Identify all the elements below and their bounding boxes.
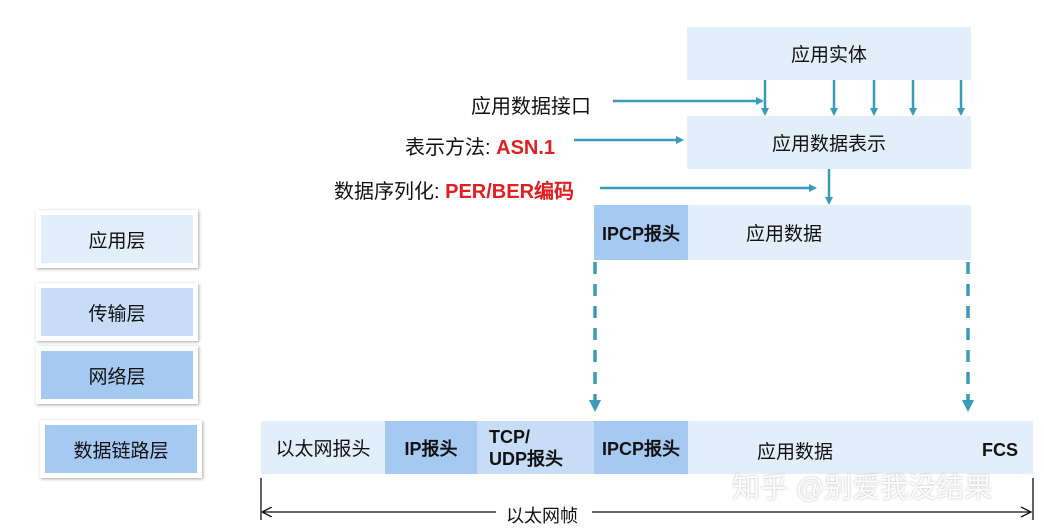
layer-application: 应用层 [36, 210, 198, 268]
frame-eth-header: 以太网报头 [261, 421, 385, 474]
app-data-box: 应用数据 [688, 205, 971, 260]
layer-network: 网络层 [36, 346, 198, 404]
serialization-value: PER/BER编码 [445, 181, 575, 203]
frame-app-data-label: 应用数据 [757, 442, 834, 463]
layer-datalink: 数据链路层 [40, 420, 202, 478]
ipcp-header-box: IPCP报头 [594, 205, 688, 260]
repr-method-value: ASN.1 [496, 137, 556, 159]
frame-fcs-label: FCS [982, 440, 1018, 460]
serialization-label: 数据序列化: PER/BER编码 [334, 175, 574, 204]
layer-application-label: 应用层 [41, 215, 193, 263]
frame-ip-header: IP报头 [385, 421, 477, 474]
repr-method-prefix: 表示方法: [405, 137, 497, 159]
frame-tcp-udp-header: TCP/ UDP报头 [477, 421, 594, 474]
layer-transport: 传输层 [36, 283, 198, 341]
app-data-repr-box: 应用数据表示 [687, 116, 971, 169]
frame-app-data: 应用数据 FCS [688, 421, 1033, 474]
frame-udp-line: UDP报头 [489, 448, 564, 469]
ethernet-frame-label: 以太网帧 [500, 502, 584, 528]
layer-network-label: 网络层 [41, 351, 193, 399]
app-data-interface-label: 应用数据接口 [471, 96, 591, 118]
layer-transport-label: 传输层 [41, 288, 193, 336]
repr-method-label: 表示方法: ASN.1 [405, 131, 555, 160]
layer-datalink-label: 数据链路层 [45, 425, 197, 473]
frame-tcp-line: TCP/ [489, 426, 531, 447]
app-entity-box: 应用实体 [687, 27, 971, 80]
frame-ipcp-header: IPCP报头 [594, 421, 688, 474]
watermark-text: 知乎 @别爱我没结果 [732, 472, 993, 503]
serialization-prefix: 数据序列化: [334, 181, 446, 203]
